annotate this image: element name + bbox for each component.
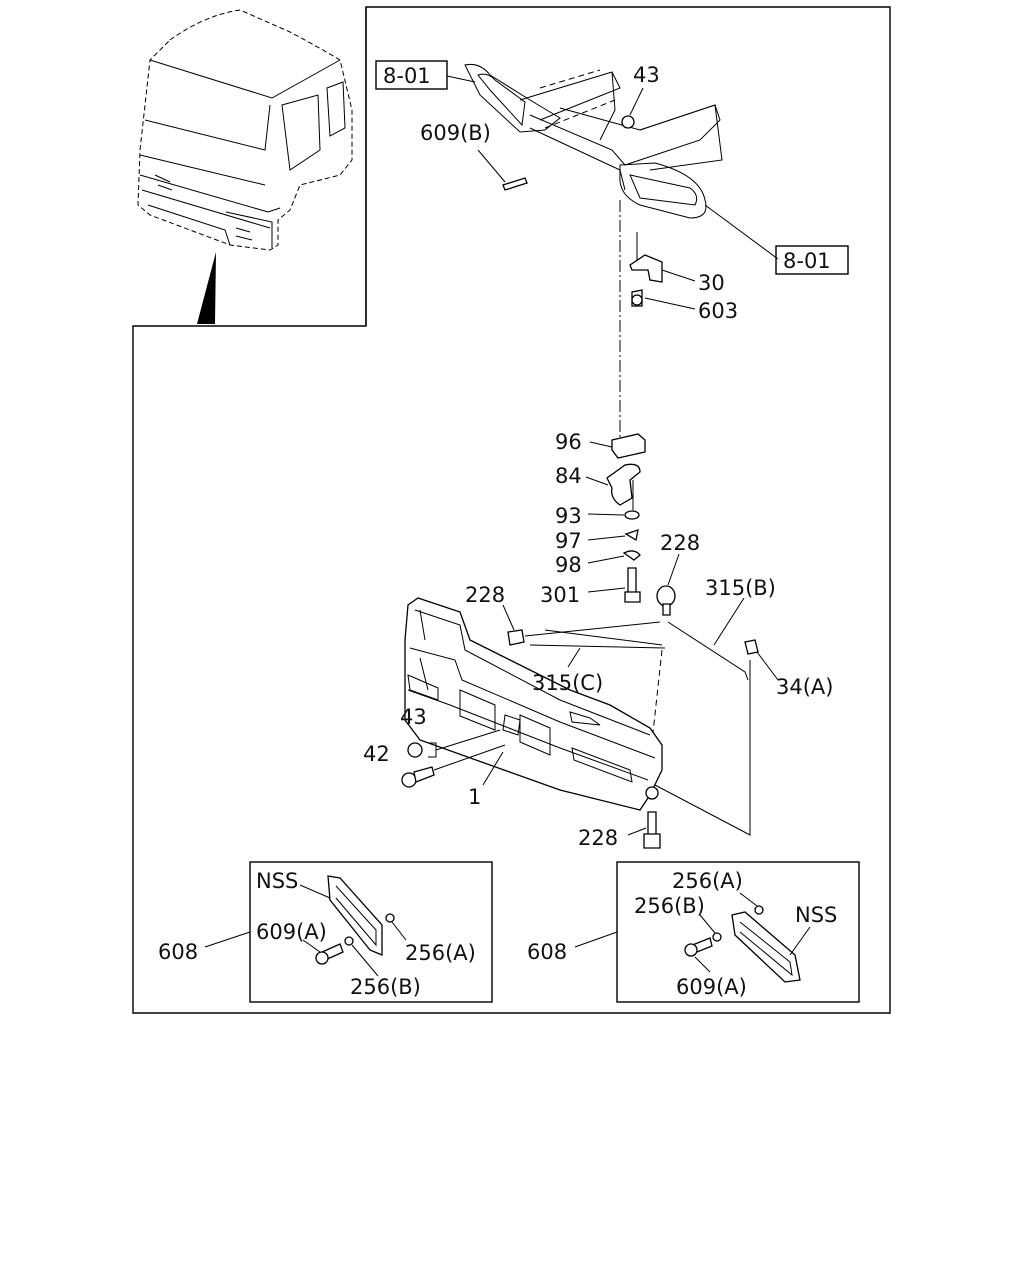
detail-left-nss: NSS [256,869,298,893]
detail-box-right [574,861,860,1003]
bolt-228-bottom [643,811,661,849]
callout-315b: 315(B) [705,576,776,600]
callout-98: 98 [555,553,582,577]
bolt-228-upper [656,585,676,616]
detail-right-nss: NSS [795,903,837,927]
detail-left-609a: 609(A) [256,920,327,944]
detail-right-256a: 256(A) [672,869,743,893]
cab-overview [137,9,353,324]
callout-315c: 315(C) [532,671,603,695]
callout-228-bottom: 228 [578,826,618,850]
detail-right-608: 608 [527,940,567,964]
detail-right-256b: 256(B) [634,894,705,918]
callout-301: 301 [540,583,580,607]
leader-lines [446,75,779,836]
ref-box-right [775,245,849,275]
callout-228-left: 228 [465,583,505,607]
lower-fasteners [401,729,506,788]
front-bumper [404,597,663,811]
detail-left-256a: 256(A) [405,941,476,965]
ref-box-top-left [375,60,448,90]
detail-box-left [204,861,493,1003]
callout-93: 93 [555,504,582,528]
callout-43-lower: 43 [400,705,427,729]
detail-right-609a: 609(A) [676,975,747,999]
callout-1: 1 [468,785,481,809]
detail-left-256b: 256(B) [350,975,421,999]
callout-96: 96 [555,430,582,454]
bracket-assembly [629,254,663,307]
callout-34a: 34(A) [776,675,833,699]
callout-609b: 609(B) [420,121,491,145]
ref-label-top-left[interactable]: 8-01 [383,64,431,88]
callout-228-upper: 228 [660,531,700,555]
callout-97: 97 [555,529,582,553]
callout-30: 30 [698,271,725,295]
chassis-frame [464,64,723,219]
ref-label-right[interactable]: 8-01 [783,249,831,273]
view-arrow [197,252,216,324]
detail-left-608: 608 [158,940,198,964]
callout-42: 42 [363,742,390,766]
stay-rods [507,621,759,836]
callout-84: 84 [555,464,582,488]
callout-603: 603 [698,299,738,323]
tow-hook-assembly [606,433,646,603]
callout-43-top: 43 [633,63,660,87]
